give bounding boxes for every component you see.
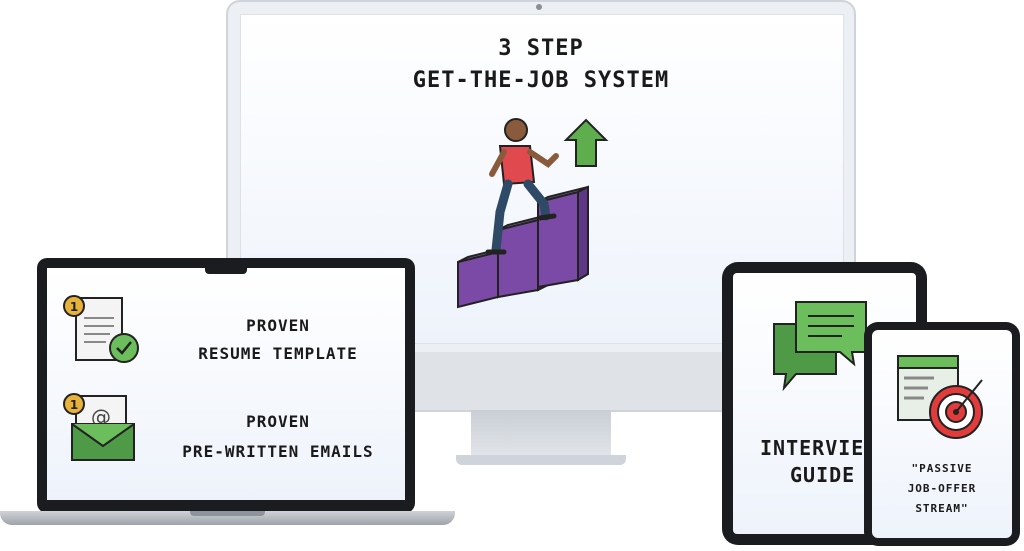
phone-line3: STREAM": [915, 502, 969, 515]
gold-badge-icon: [63, 393, 85, 415]
browser-target-icon: [897, 355, 983, 439]
emails-item-line2: PRE-WRITTEN EMAILS: [182, 442, 374, 461]
svg-text:1: 1: [70, 398, 78, 412]
monitor-title-line1: 3 STEP: [498, 36, 584, 61]
interview-guide-line2: GUIDE: [790, 463, 856, 487]
camera-dot: [536, 4, 542, 10]
laptop-base: [0, 511, 455, 525]
phone-line1: "PASSIVE: [911, 462, 973, 475]
gold-badge-icon: [63, 295, 85, 317]
laptop-notch: [205, 266, 247, 274]
laptop-groove: [190, 511, 265, 516]
resume-document-check-icon: 1: [63, 295, 139, 363]
phone: "PASSIVE JOB-OFFER STREAM": [864, 322, 1020, 546]
laptop: 1 PROVEN RESUME TEMPLATE @ 1 PROVEN PRE-…: [0, 258, 455, 533]
chat-bubbles-icon: [773, 301, 867, 392]
phone-line2: JOB-OFFER: [907, 482, 977, 495]
monitor-title-line2: GET-THE-JOB SYSTEM: [412, 68, 670, 93]
emails-item-line1: PROVEN: [246, 412, 310, 431]
resume-item-line2: RESUME TEMPLATE: [198, 344, 358, 363]
monitor-foot: [456, 455, 626, 465]
monitor-stand: [471, 410, 611, 460]
resume-item-line1: PROVEN: [246, 316, 310, 335]
email-envelope-icon: @ 1: [63, 393, 135, 461]
up-arrow-icon: [563, 118, 609, 167]
person-climbing-steps-icon: [457, 118, 609, 309]
svg-text:1: 1: [70, 300, 78, 314]
interview-guide-line1: INTERVIE: [760, 436, 865, 460]
